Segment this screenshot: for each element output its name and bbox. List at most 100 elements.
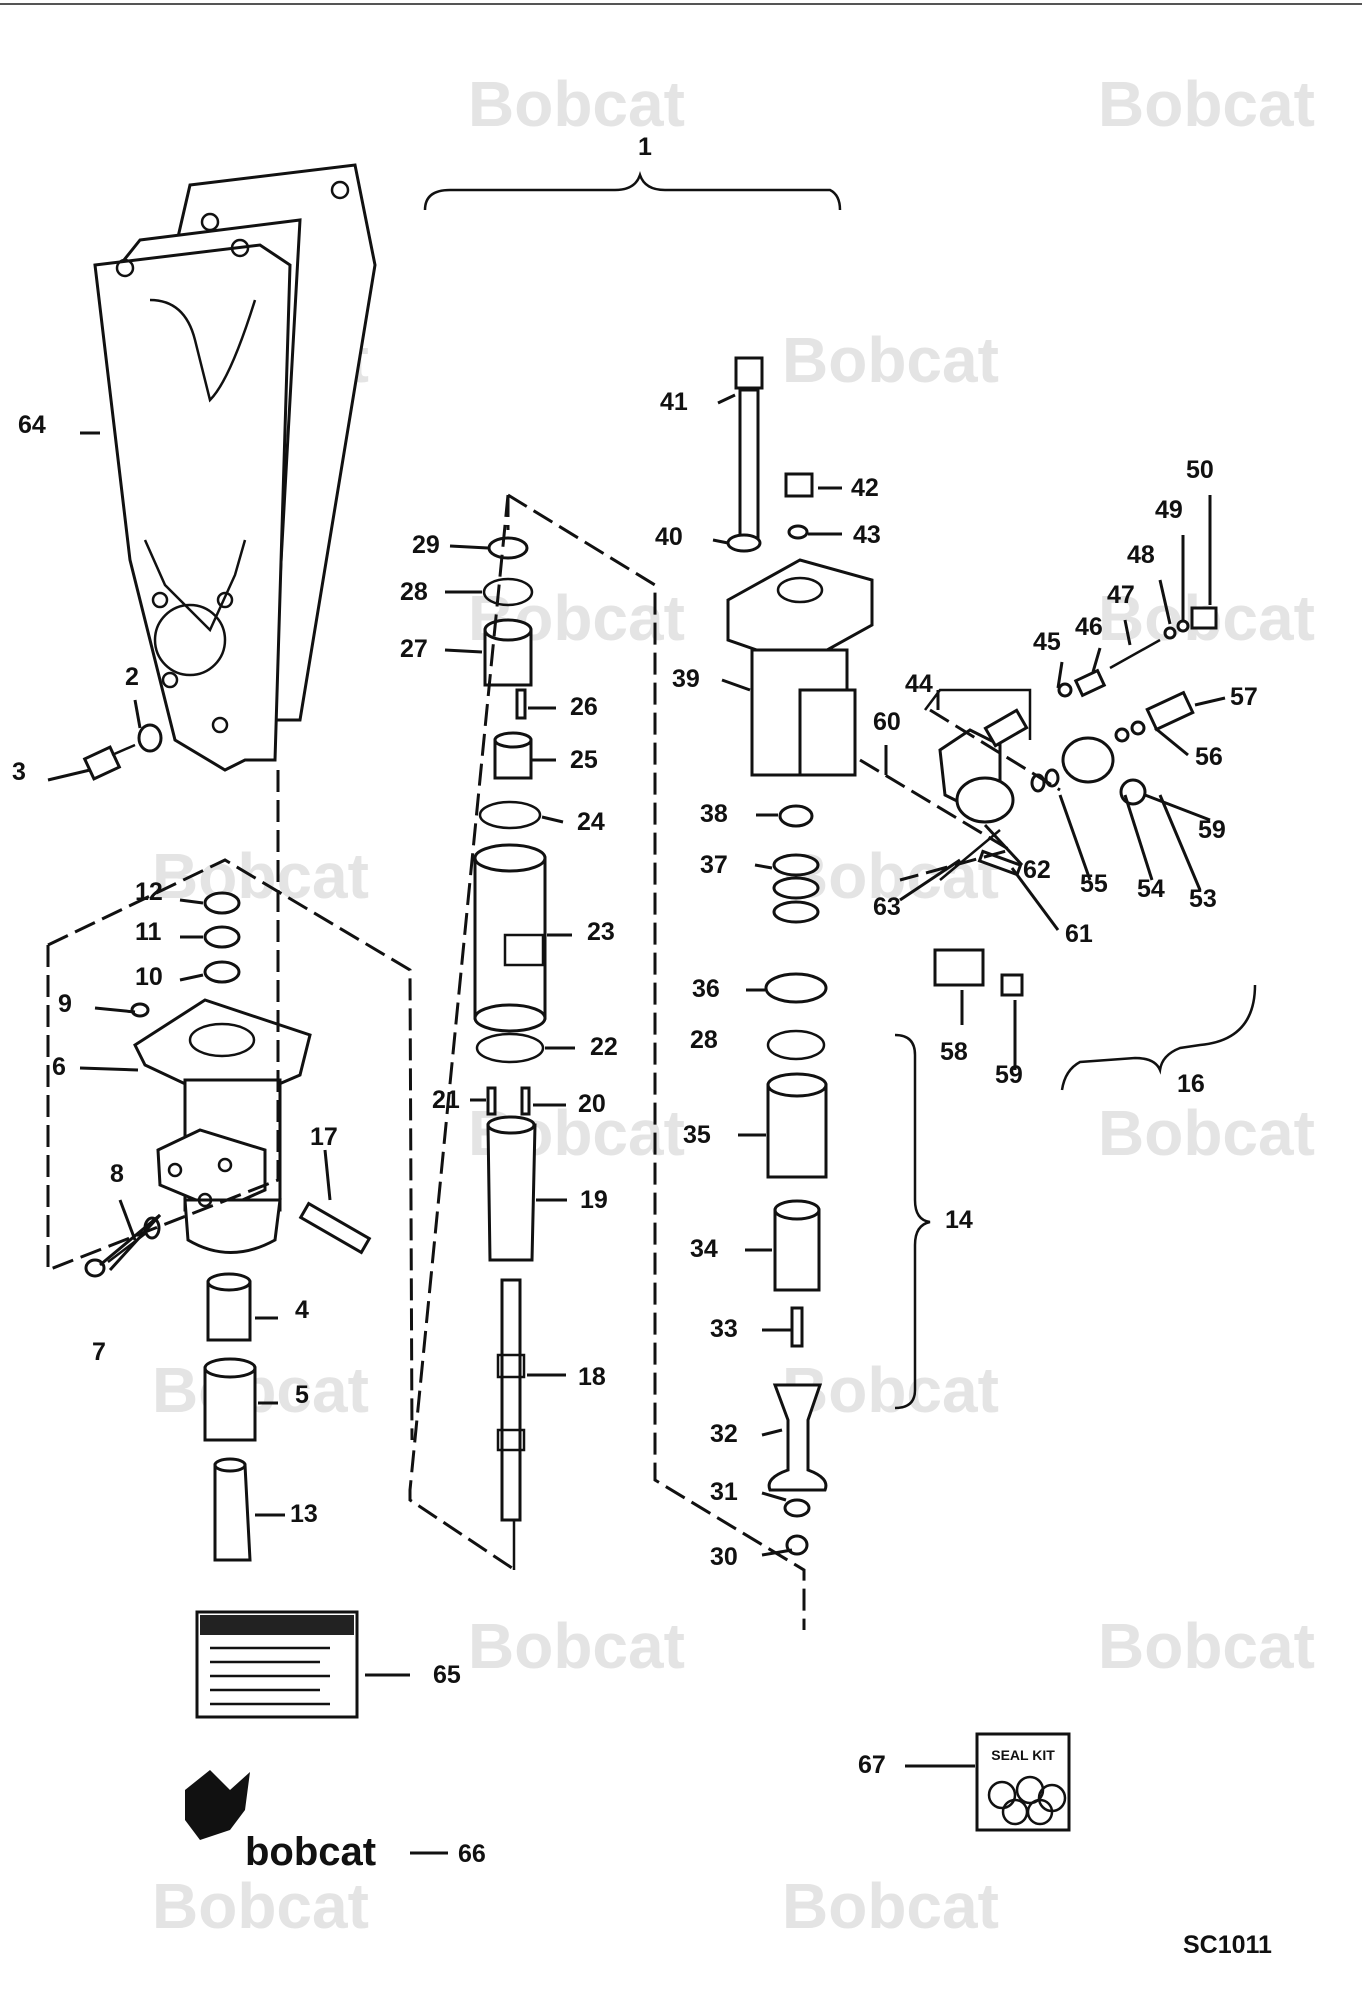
part-callout-3: 3 xyxy=(12,758,26,786)
part-callout-44: 44 xyxy=(905,670,933,698)
part-callout-43: 43 xyxy=(853,521,881,549)
leader-line xyxy=(1158,794,1202,891)
part-callout-55: 55 xyxy=(1080,870,1108,898)
part-callout-65: 65 xyxy=(433,1661,461,1689)
part-callout-41: 41 xyxy=(660,388,688,416)
part-callout-27: 27 xyxy=(400,635,428,663)
part-callout-42: 42 xyxy=(851,474,879,502)
part-callout-12: 12 xyxy=(135,878,163,906)
part-callout-26: 26 xyxy=(570,693,598,721)
part-callout-45: 45 xyxy=(1033,628,1061,656)
part-callout-67: 67 xyxy=(858,1751,886,1779)
part-callout-24: 24 xyxy=(577,808,605,836)
leader-line xyxy=(712,538,729,545)
part-callout-57: 57 xyxy=(1230,683,1258,711)
leader-line xyxy=(1056,661,1064,689)
leader-line xyxy=(323,1149,332,1201)
part-callout-66: 66 xyxy=(458,1840,486,1868)
valve-body-drawing xyxy=(726,356,874,1556)
drawing-code: SC1011 xyxy=(1183,1931,1272,1959)
seal-kit-label: SEAL KIT xyxy=(991,1747,1055,1763)
watermark: Bobcat xyxy=(152,1870,369,1942)
leader-line xyxy=(1158,579,1172,625)
leader-line xyxy=(1144,793,1211,822)
part-callout-35: 35 xyxy=(683,1121,711,1149)
callout-labels: 1234567891011121314161718192021222324252… xyxy=(12,133,1258,1868)
part-callout-34: 34 xyxy=(690,1235,718,1263)
part-callout-64: 64 xyxy=(18,411,46,439)
watermark: Bobcat xyxy=(468,1610,685,1682)
part-callout-5: 5 xyxy=(295,1381,309,1409)
leader-line xyxy=(99,1213,161,1267)
leader-line xyxy=(983,823,1024,867)
bobcat-logo: bobcat xyxy=(185,1770,376,1874)
part-callout-63: 63 xyxy=(873,893,901,921)
part-callout-4: 4 xyxy=(295,1296,309,1324)
part-callout-59a: 59 xyxy=(1198,816,1226,844)
leader-line xyxy=(79,1066,139,1072)
part-callout-11: 11 xyxy=(135,918,162,946)
leader-line xyxy=(94,1006,136,1014)
part-callout-30: 30 xyxy=(710,1543,738,1571)
logo-wordmark: bobcat xyxy=(245,1830,376,1874)
part-callout-21: 21 xyxy=(432,1086,460,1114)
leader-line xyxy=(899,858,961,902)
part-callout-1: 1 xyxy=(638,133,652,161)
leader-line xyxy=(1123,794,1154,881)
watermark: Bobcat xyxy=(152,1354,369,1426)
watermark: Bobcat xyxy=(1098,68,1315,140)
leader-line xyxy=(717,393,736,405)
leader-line xyxy=(179,898,204,905)
part-callout-7: 7 xyxy=(92,1338,106,1366)
leader-line xyxy=(541,815,564,824)
leader-line xyxy=(1194,696,1226,707)
part-callout-2: 2 xyxy=(125,663,139,691)
part-callout-18: 18 xyxy=(578,1363,606,1391)
leader-line xyxy=(1010,867,1060,931)
part-callout-19: 19 xyxy=(580,1186,608,1214)
part-callout-33: 33 xyxy=(710,1315,738,1343)
part-callout-61: 61 xyxy=(1065,920,1093,948)
part-callout-60: 60 xyxy=(873,708,901,736)
part-callout-47: 47 xyxy=(1107,581,1135,609)
part-callout-25: 25 xyxy=(570,746,598,774)
part-callout-31: 31 xyxy=(710,1478,738,1506)
decal-drawing xyxy=(195,1610,359,1719)
watermark: Bobcat xyxy=(782,840,999,912)
part-callout-59b: 59 xyxy=(995,1061,1023,1089)
part-callout-32: 32 xyxy=(710,1420,738,1448)
leader-line xyxy=(761,1548,793,1557)
part-callout-37: 37 xyxy=(700,851,728,879)
leader-line xyxy=(179,973,204,982)
leader-line xyxy=(721,678,751,692)
part-callout-14: 14 xyxy=(945,1206,973,1234)
part-callout-54: 54 xyxy=(1137,875,1165,903)
leader-line xyxy=(133,699,142,729)
part-callout-16: 16 xyxy=(1177,1070,1205,1098)
part-callout-46: 46 xyxy=(1075,613,1103,641)
part-callout-56: 56 xyxy=(1195,743,1223,771)
part-callout-39: 39 xyxy=(672,665,700,693)
leader-line xyxy=(108,1213,162,1272)
center-column-drawing xyxy=(473,536,547,1570)
part-callout-23: 23 xyxy=(587,918,615,946)
part-callout-10: 10 xyxy=(135,963,163,991)
part-callout-9: 9 xyxy=(58,990,72,1018)
bolt-drawing xyxy=(82,723,163,781)
seal-kit-drawing: SEAL KIT xyxy=(975,1732,1071,1832)
watermark: Bobcat xyxy=(468,68,685,140)
part-callout-28a: 28 xyxy=(400,578,428,606)
mounting-bracket-drawing xyxy=(93,163,377,772)
relief-valve-drawing xyxy=(933,606,1218,997)
part-callout-6: 6 xyxy=(52,1053,66,1081)
part-callout-13: 13 xyxy=(290,1500,318,1528)
part-callout-28b: 28 xyxy=(690,1026,718,1054)
leader-line xyxy=(444,648,483,654)
part-callout-53: 53 xyxy=(1189,885,1217,913)
leader-line xyxy=(761,1491,787,1502)
leader-line xyxy=(1058,794,1092,881)
watermark: Bobcat xyxy=(782,1870,999,1942)
leader-line xyxy=(47,768,91,782)
